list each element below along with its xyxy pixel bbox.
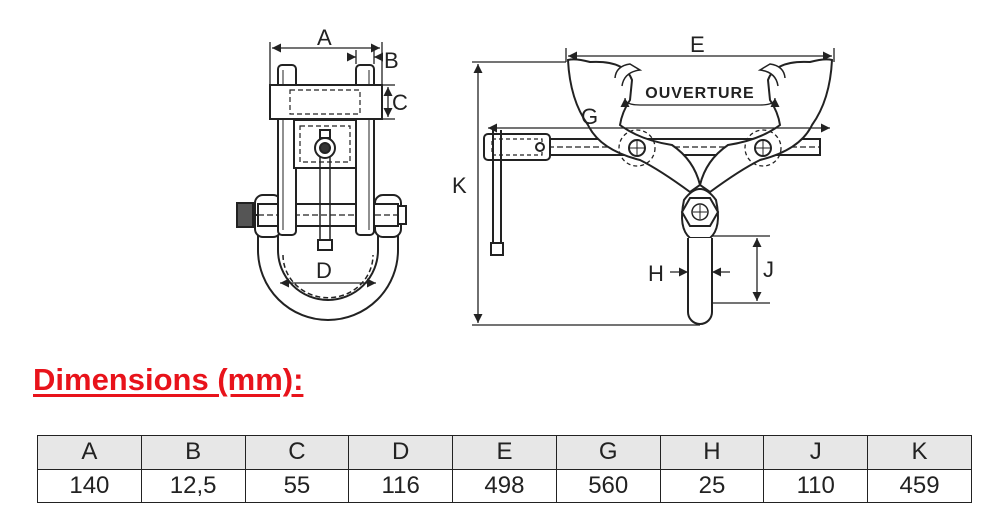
- label-c: C: [392, 90, 408, 115]
- header-cell-c: C: [244, 435, 350, 470]
- shackle: [257, 215, 399, 321]
- value-cell-b: 12,5: [140, 468, 246, 503]
- beam-clamp-drawing: A B C D: [236, 25, 835, 326]
- value-cell-e: 498: [452, 468, 557, 503]
- label-d: D: [316, 258, 332, 283]
- label-k: K: [452, 173, 467, 198]
- left-jaw: [566, 58, 702, 194]
- value-cell-j: 110: [763, 468, 869, 503]
- label-b: B: [384, 48, 399, 73]
- header-cell-b: B: [140, 435, 246, 470]
- label-h: H: [648, 261, 664, 286]
- right-jaw: [698, 58, 834, 194]
- dimensions-table: A B C D E G H J K 140 12,5 55 116 498 56…: [37, 435, 972, 503]
- value-cell-h: 25: [659, 468, 765, 503]
- header-cell-g: G: [555, 435, 661, 470]
- value-cell-a: 140: [37, 468, 142, 503]
- label-opening: OUVERTURE: [645, 85, 754, 102]
- value-cell-c: 55: [244, 468, 350, 503]
- label-e: E: [690, 32, 705, 57]
- header-cell-k: K: [867, 435, 972, 470]
- dim-opening-line: [620, 97, 780, 108]
- nut: [236, 202, 254, 228]
- label-g: G: [581, 104, 598, 129]
- label-a: A: [317, 25, 332, 50]
- header-cell-a: A: [37, 435, 142, 470]
- table-value-row: 140 12,5 55 116 498 560 25 110 459: [37, 468, 972, 503]
- value-cell-k: 459: [867, 468, 972, 503]
- dimensions-heading: Dimensions (mm):: [33, 362, 304, 397]
- value-cell-d: 116: [348, 468, 454, 503]
- header-cell-d: D: [348, 435, 454, 470]
- header-cell-j: J: [763, 435, 869, 470]
- header-cell-h: H: [659, 435, 765, 470]
- label-j: J: [763, 257, 774, 282]
- front-view: [483, 58, 834, 325]
- value-cell-g: 560: [555, 468, 661, 503]
- side-dimensions: [269, 42, 395, 288]
- side-view: [236, 64, 407, 321]
- lifting-eye: [687, 238, 713, 325]
- front-dimensions: [472, 48, 835, 326]
- table-header-row: A B C D E G H J K: [37, 435, 972, 470]
- header-cell-e: E: [452, 435, 557, 470]
